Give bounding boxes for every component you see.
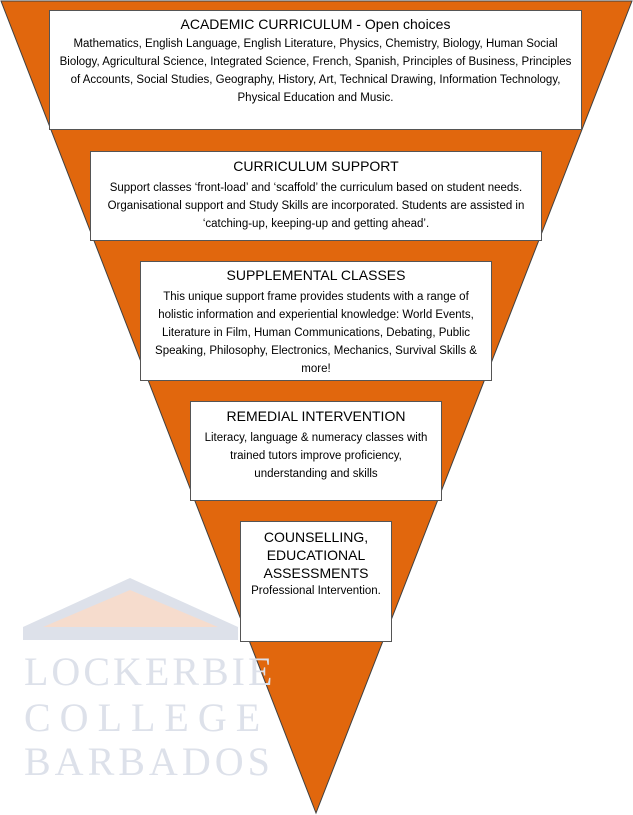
tier-supplemental-classes: SUPPLEMENTAL CLASSES This unique support… xyxy=(140,261,492,381)
tier-curriculum-support: CURRICULUM SUPPORT Support classes ‘fron… xyxy=(90,151,542,241)
tier-title: ACADEMIC CURRICULUM - Open choices xyxy=(180,16,451,32)
tier-title: COUNSELLING, EDUCATIONAL ASSESSMENTS xyxy=(263,529,369,581)
tier-title: REMEDIAL INTERVENTION xyxy=(226,408,406,424)
tier-body: This unique support frame provides stude… xyxy=(155,291,477,375)
tier-title: CURRICULUM SUPPORT xyxy=(233,158,399,174)
tier-counselling-assessments: COUNSELLING, EDUCATIONAL ASSESSMENTS Pro… xyxy=(240,521,392,642)
college-logo-watermark xyxy=(18,575,243,780)
watermark-line-barbados: BARBADOS xyxy=(24,739,274,784)
watermark-line-lockerbie: LOCKERBIE xyxy=(24,649,276,694)
tier-remedial-intervention: REMEDIAL INTERVENTION Literacy, language… xyxy=(190,401,442,501)
roof-icon xyxy=(23,578,238,640)
tier-body: Literacy, language & numeracy classes wi… xyxy=(204,432,428,480)
tier-title: SUPPLEMENTAL CLASSES xyxy=(226,267,406,283)
tier-body: Professional Intervention. xyxy=(251,585,381,597)
tier-body: Support classes ‘front-load’ and ‘scaffo… xyxy=(107,182,525,230)
watermark-line-college: COLLEGE xyxy=(24,695,270,740)
tier-body: Mathematics, English Language, English L… xyxy=(59,38,572,104)
tier-academic-curriculum: ACADEMIC CURRICULUM - Open choices Mathe… xyxy=(49,10,582,130)
